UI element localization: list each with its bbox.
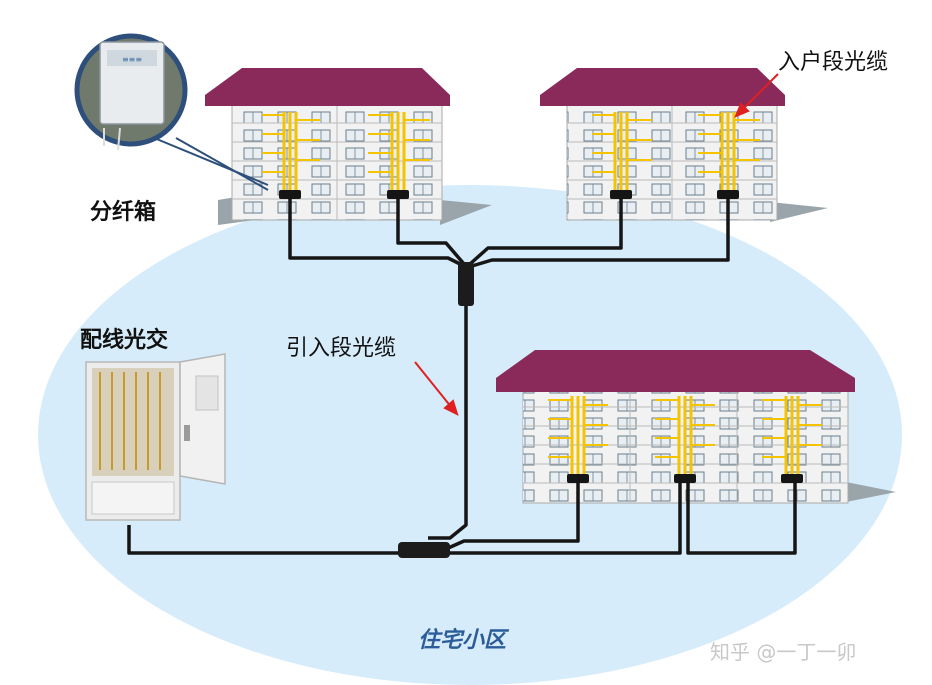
svg-text:≡≡≡: ≡≡≡ <box>122 55 142 64</box>
lead-in-cable-label: 引入段光缆 <box>286 336 397 361</box>
distribution-box-icon: ≡≡≡ <box>99 41 165 151</box>
residential-area <box>38 185 902 685</box>
splice-closure-icon <box>279 190 301 199</box>
watermark: 知乎 @一丁一卯 <box>710 640 857 664</box>
building-bottom-right <box>496 350 896 504</box>
splice-closure-bottom <box>398 542 450 558</box>
drop-cable-label: 入户段光缆 <box>778 50 889 75</box>
cabinet-icon <box>85 353 226 521</box>
building-top-left <box>205 68 492 225</box>
lead-in-cables <box>127 199 797 555</box>
building-top-right <box>540 68 828 222</box>
lead-in-cable-arrow <box>414 361 453 409</box>
splice-closure-mid <box>458 262 474 306</box>
drop-cable-arrow <box>741 73 779 111</box>
residential-area-label: 住宅小区 <box>418 628 507 653</box>
fiber-box-label: 分纤箱 <box>90 200 157 225</box>
cross-connect-label: 配线光交 <box>80 328 169 353</box>
